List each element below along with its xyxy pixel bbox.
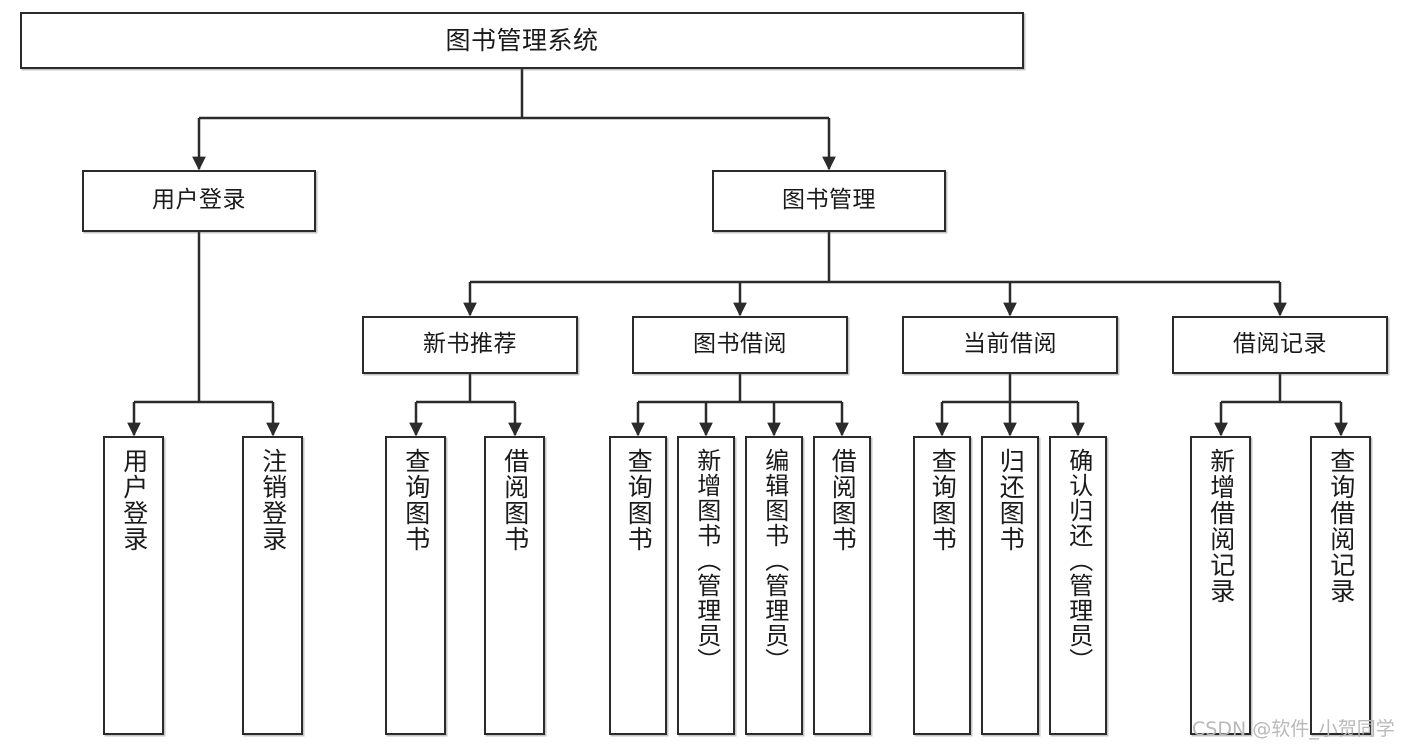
node-leaf-borrow-book-1[interactable]: 借阅图书 [484,436,545,735]
node-new-book-rec-label: 新书推荐 [423,331,517,358]
node-leaf-return-book-label: 归还图书 [996,448,1026,552]
node-leaf-borrow-book-2-label: 借阅图书 [828,448,858,552]
node-book-borrow[interactable]: 图书借阅 [632,316,848,374]
node-user-login-label: 用户登录 [152,187,246,214]
node-leaf-confirm-return[interactable]: 确认归还（管理员） [1049,436,1107,735]
node-leaf-query-book-1-label: 查询图书 [401,448,431,552]
node-leaf-query-record-label: 查询借阅记录 [1326,448,1356,604]
node-book-borrow-label: 图书借阅 [693,331,787,358]
node-leaf-query-record[interactable]: 查询借阅记录 [1310,436,1371,735]
node-leaf-return-book[interactable]: 归还图书 [981,436,1039,735]
node-borrow-record[interactable]: 借阅记录 [1172,316,1388,374]
node-leaf-user-logout[interactable]: 注销登录 [242,436,303,735]
node-root[interactable]: 图书管理系统 [20,12,1024,69]
watermark: CSDN @软件_小贺同学 [1192,718,1395,740]
node-leaf-add-book-label: 新增图书（管理员） [692,448,721,673]
node-leaf-add-book[interactable]: 新增图书（管理员） [677,436,735,735]
node-leaf-edit-book-label: 编辑图书（管理员） [760,448,789,673]
node-leaf-query-book-2[interactable]: 查询图书 [609,436,667,735]
node-leaf-query-book-3[interactable]: 查询图书 [913,436,971,735]
node-root-label: 图书管理系统 [445,25,599,55]
node-current-borrow[interactable]: 当前借阅 [902,316,1118,374]
node-leaf-user-login[interactable]: 用户登录 [103,436,164,735]
node-leaf-edit-book[interactable]: 编辑图书（管理员） [745,436,803,735]
node-current-borrow-label: 当前借阅 [963,331,1057,358]
node-leaf-confirm-return-label: 确认归还（管理员） [1064,448,1093,673]
node-leaf-user-logout-label: 注销登录 [258,448,288,552]
node-leaf-add-record-label: 新增借阅记录 [1206,448,1236,604]
node-leaf-query-book-3-label: 查询图书 [928,448,958,552]
node-new-book-rec[interactable]: 新书推荐 [362,316,578,374]
node-leaf-query-book-1[interactable]: 查询图书 [385,436,446,735]
node-leaf-user-login-label: 用户登录 [119,448,149,552]
node-leaf-query-book-2-label: 查询图书 [624,448,654,552]
node-leaf-borrow-book-2[interactable]: 借阅图书 [813,436,871,735]
node-leaf-add-record[interactable]: 新增借阅记录 [1190,436,1251,735]
node-user-login[interactable]: 用户登录 [82,170,316,232]
node-leaf-borrow-book-1-label: 借阅图书 [500,448,530,552]
node-book-manage[interactable]: 图书管理 [712,170,946,232]
node-book-manage-label: 图书管理 [782,187,876,214]
node-borrow-record-label: 借阅记录 [1233,331,1327,358]
